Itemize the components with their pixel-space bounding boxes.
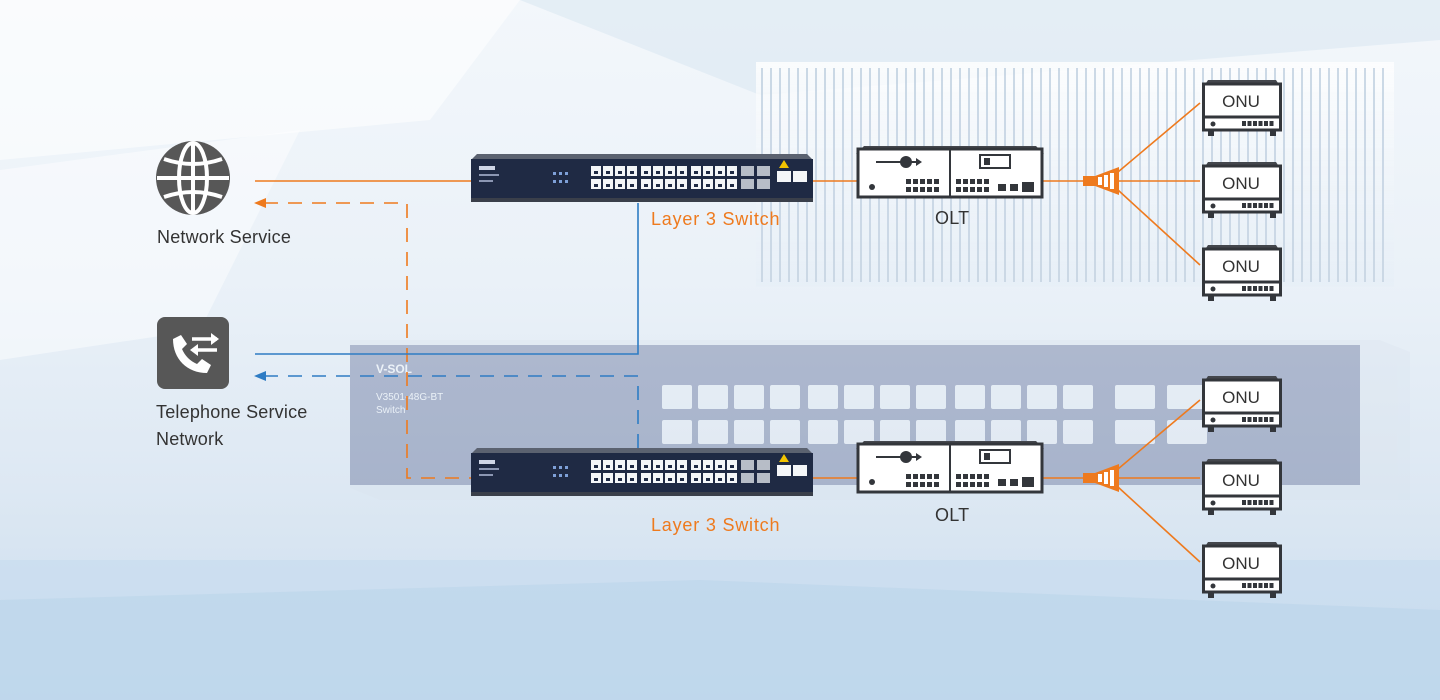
telephone-arrowhead bbox=[254, 371, 266, 381]
onu-label: ONU bbox=[1222, 554, 1260, 573]
telephone-link-dashed bbox=[264, 375, 639, 452]
layer3-switch-1 bbox=[471, 154, 813, 207]
switch-2-label: Layer 3 Switch bbox=[651, 515, 781, 535]
switch-1-label: Layer 3 Switch bbox=[651, 209, 781, 229]
onu-device-5: ONU bbox=[1202, 459, 1282, 517]
telephone-service-label: Telephone Service Network bbox=[156, 402, 308, 449]
onu-label: ONU bbox=[1222, 174, 1260, 193]
olt-device-1 bbox=[856, 146, 1044, 205]
splitter-icon bbox=[1083, 464, 1119, 492]
onu-device-3: ONU bbox=[1202, 245, 1282, 303]
onu-chassis bbox=[1202, 542, 1282, 598]
olt-chassis bbox=[856, 146, 1044, 199]
onu-label: ONU bbox=[1222, 471, 1260, 490]
olt-1-label: OLT bbox=[935, 208, 970, 228]
onu-device-6: ONU bbox=[1202, 542, 1282, 600]
onu-chassis bbox=[1202, 162, 1282, 218]
onu-chassis bbox=[1202, 80, 1282, 136]
switch-chassis bbox=[471, 154, 813, 202]
telephone-link-solid bbox=[255, 203, 639, 355]
background-switch-type: Switch bbox=[376, 405, 405, 416]
splitter-onu-link-6 bbox=[1117, 486, 1201, 563]
olt-2-label: OLT bbox=[935, 505, 970, 525]
background-switch-brand: V-SOL bbox=[376, 362, 412, 376]
layer3-switch-2 bbox=[471, 448, 813, 501]
onu-device-4: ONU bbox=[1202, 376, 1282, 434]
phone-transfer-icon bbox=[157, 317, 229, 389]
onu-device-2: ONU bbox=[1202, 162, 1282, 220]
onu-chassis bbox=[1202, 459, 1282, 515]
onu-label: ONU bbox=[1222, 92, 1260, 111]
onu-chassis bbox=[1202, 376, 1282, 432]
onu-label: ONU bbox=[1222, 388, 1260, 407]
onu-device-1: ONU bbox=[1202, 80, 1282, 138]
splitter-icon bbox=[1083, 167, 1119, 195]
onu-chassis bbox=[1202, 245, 1282, 301]
switch-chassis bbox=[471, 448, 813, 496]
olt-device-2 bbox=[856, 441, 1044, 500]
network-service-label: Network Service bbox=[157, 227, 292, 247]
onu-label: ONU bbox=[1222, 257, 1260, 276]
background-switch-model: V3501-48G-BT bbox=[376, 392, 443, 403]
globe-icon bbox=[156, 141, 230, 215]
splitter-onu-link-3 bbox=[1117, 189, 1201, 266]
splitter-onu-link-1 bbox=[1117, 102, 1201, 173]
splitter-onu-link-4 bbox=[1117, 399, 1201, 470]
olt-chassis bbox=[856, 441, 1044, 494]
network-arrowhead bbox=[254, 198, 266, 208]
background-slats bbox=[756, 62, 1394, 287]
